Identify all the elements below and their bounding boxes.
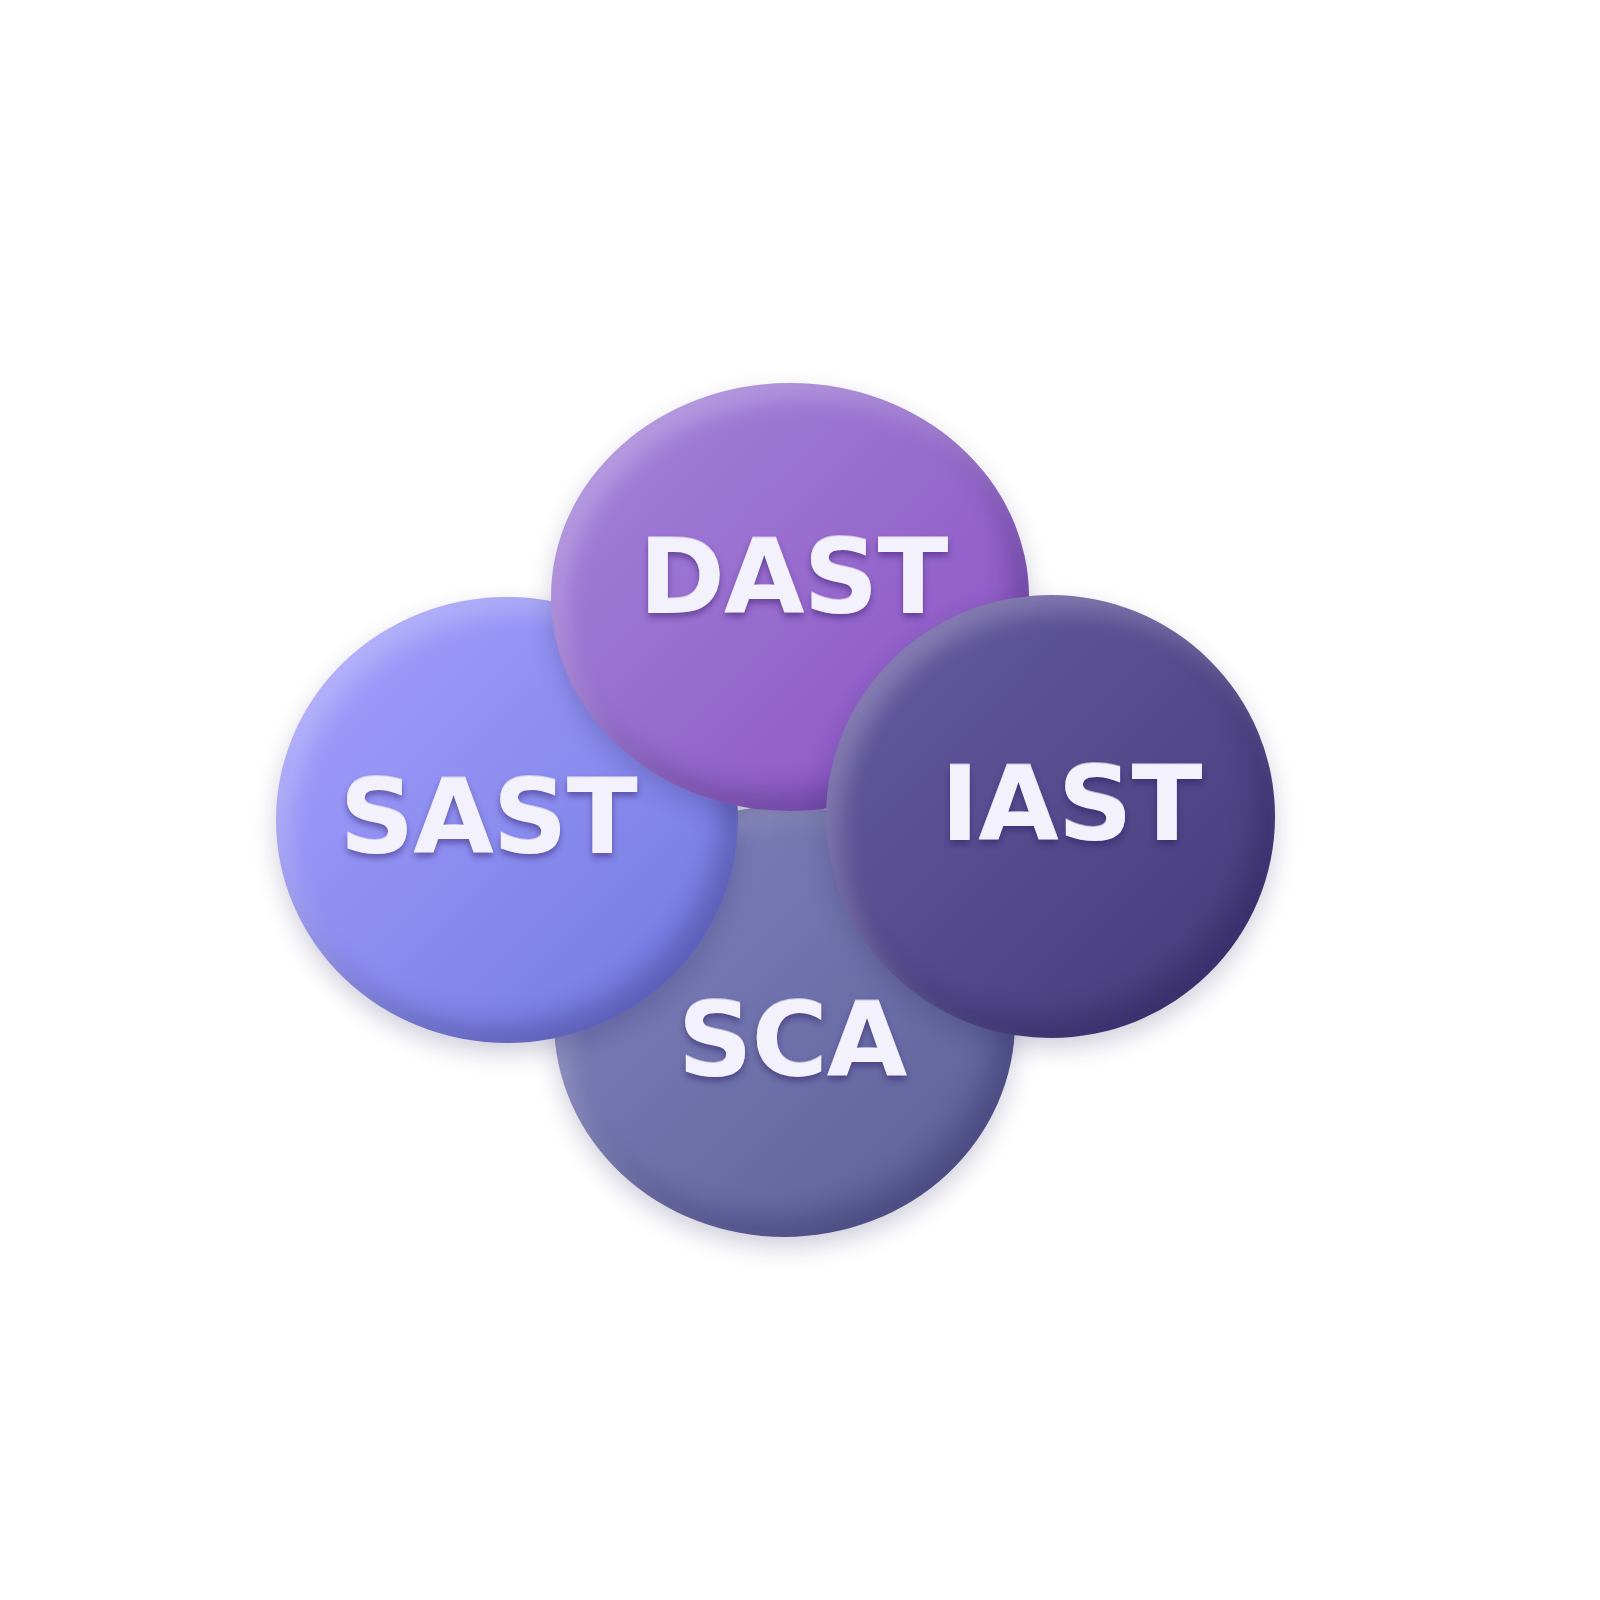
iast-circle: IAST [826,595,1275,1038]
node-label: SCA [678,988,907,1092]
node-label: SAST [339,765,636,869]
node-label: DAST [639,525,948,629]
node-label: IAST [940,752,1201,856]
